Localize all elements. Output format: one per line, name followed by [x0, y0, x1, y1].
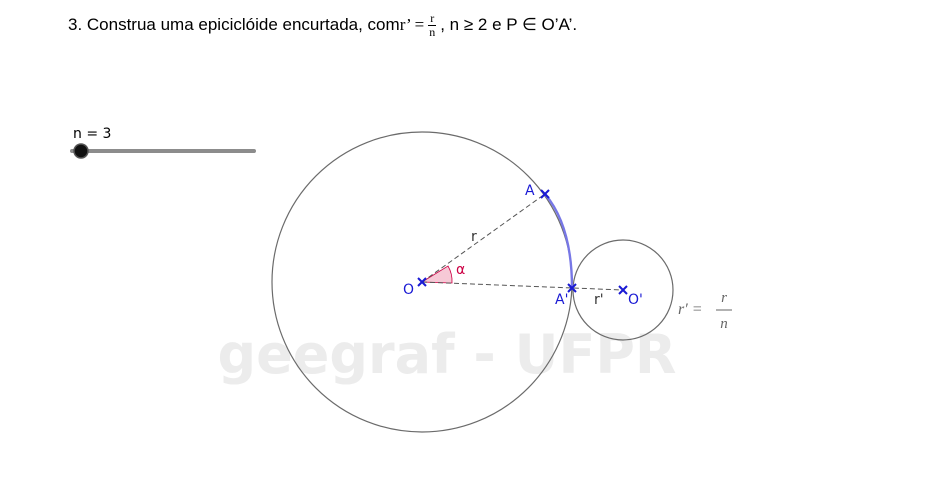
- point-cross-icon: [618, 285, 628, 295]
- label-r-prime: r': [594, 292, 604, 308]
- statement-fraction-denominator: n: [429, 24, 436, 39]
- point-cross-icon: [417, 277, 427, 287]
- point-O-prime-label: O': [628, 292, 643, 308]
- angle-label: α: [456, 262, 465, 278]
- statement-r-prime: r’ =: [399, 15, 425, 34]
- angle-sector: [420, 265, 453, 284]
- label-r: r: [471, 229, 477, 245]
- statement-fraction-numerator: r: [428, 10, 437, 26]
- slider-thumb[interactable]: [73, 143, 89, 159]
- point-A[interactable]: A: [525, 183, 550, 199]
- statement-tail: , n ≥ 2 e P ∈ O’A’.: [440, 15, 578, 34]
- ratio-formula: r′ = r n: [678, 290, 732, 332]
- formula-numerator: r: [721, 290, 727, 306]
- point-cross-icon: [567, 283, 577, 293]
- statement-fraction: r n: [427, 10, 437, 39]
- statement-lead: 3. Construa uma epiciclóide encurtada, c…: [68, 15, 400, 34]
- point-O-label: O: [403, 282, 414, 298]
- point-O[interactable]: O: [403, 277, 427, 298]
- segment-OO-prime: [421, 281, 624, 291]
- formula-lhs: r′ =: [678, 301, 703, 318]
- segment-OA: [421, 193, 546, 283]
- traced-arc: [544, 193, 574, 289]
- point-cross-icon: [540, 189, 550, 199]
- slider-label: n = 3: [73, 126, 111, 142]
- point-A-label: A: [525, 183, 535, 199]
- watermark: geegraf - UFPR: [217, 323, 676, 386]
- point-A-prime[interactable]: A': [555, 283, 577, 308]
- formula-denominator: n: [720, 316, 728, 332]
- point-O-prime[interactable]: O': [618, 285, 643, 308]
- point-A-prime-label: A': [555, 292, 568, 308]
- problem-statement: 3. Construa uma epiciclóide encurtada, c…: [68, 8, 577, 42]
